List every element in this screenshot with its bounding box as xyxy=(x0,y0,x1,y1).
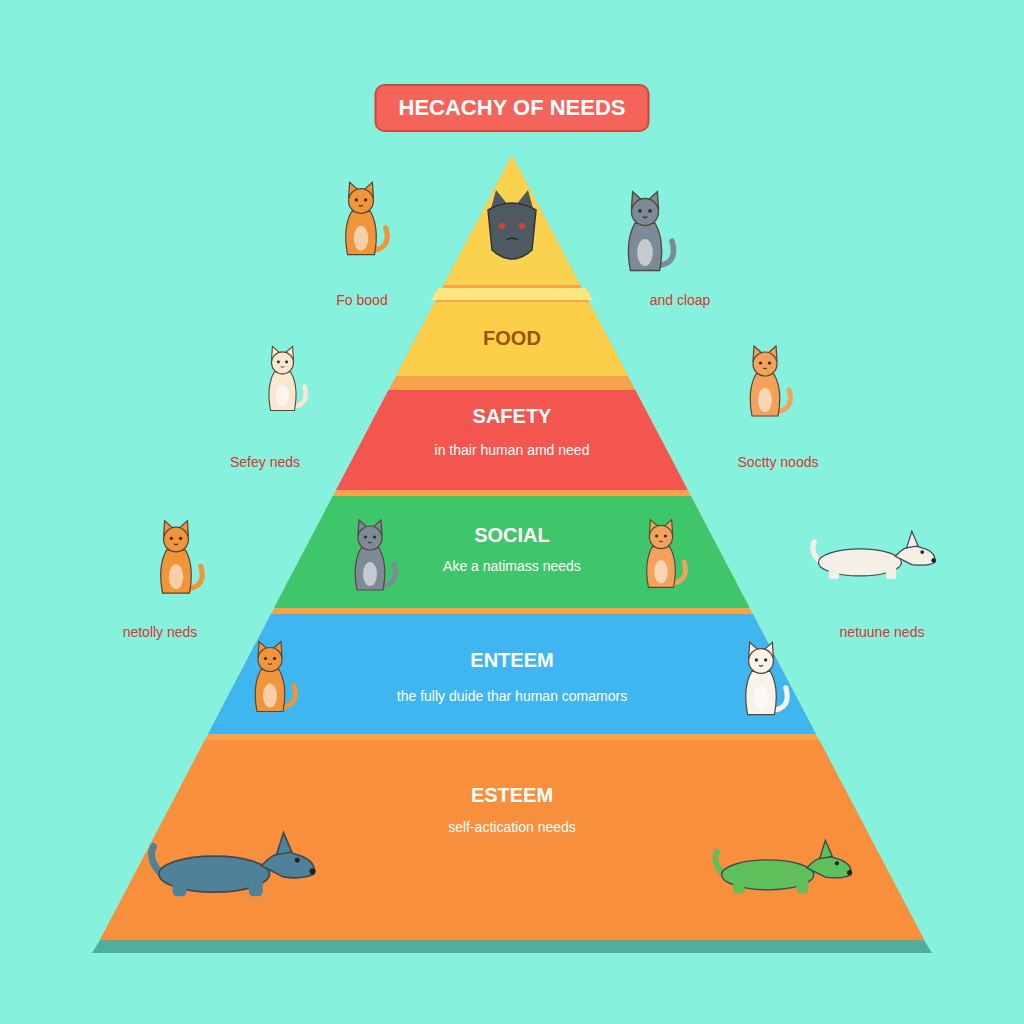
band-heading: SAFETY xyxy=(473,404,552,428)
title-text: HECACHY OF NEEDS xyxy=(375,84,650,132)
band-fill xyxy=(208,614,816,734)
label-holder: netolly neds xyxy=(123,624,198,640)
band-subtitle: the fully duide thar human comamors xyxy=(397,688,627,705)
band-fill xyxy=(100,740,924,940)
pyramid-band: ESTEEM self-actication needs xyxy=(100,740,924,940)
cat-figure xyxy=(161,521,203,593)
pyramid-band: ENTEEM the fully duide thar human comamor… xyxy=(208,614,816,734)
band-text-column: ENTEEM the fully duide thar human comamor… xyxy=(208,648,816,705)
side-label: Fo bood xyxy=(336,292,387,308)
label-holder: Fo bood xyxy=(336,292,387,308)
side-label: netuune neds xyxy=(840,624,925,640)
apex-cat-face xyxy=(488,190,536,259)
cat-figure xyxy=(346,182,388,254)
pyramid-separators xyxy=(100,155,924,940)
band-text-column: SAFETY in thair human amd need xyxy=(336,404,688,459)
pyramid-band: SOCIAL Ake a natimass needs xyxy=(274,496,750,608)
band-subtitle: Ake a natimass needs xyxy=(443,558,581,575)
side-label: and cloap xyxy=(650,292,711,308)
band-heading: SOCIAL xyxy=(474,523,550,547)
cat-figure xyxy=(628,192,673,271)
label-holder: netuune neds xyxy=(840,624,925,640)
label-holder: and cloap xyxy=(650,292,711,308)
band-subtitle: in thair human amd need xyxy=(435,442,590,459)
band-heading: ESTEEM xyxy=(471,783,553,807)
dog-figure xyxy=(813,531,936,579)
label-holder: Soctty noods xyxy=(738,454,819,470)
band-fill xyxy=(396,302,628,376)
dog-figure xyxy=(715,840,852,893)
band-heading: ENTEEM xyxy=(470,648,553,672)
band-fill xyxy=(274,496,750,608)
cat-figure xyxy=(255,642,295,712)
band-text-column: SOCIAL Ake a natimass needs xyxy=(274,523,750,575)
pyramid-band: SAFETY in thair human amd need xyxy=(336,390,688,490)
band-shape xyxy=(100,740,924,940)
pyramid-base xyxy=(92,940,932,953)
band-shape xyxy=(208,614,816,734)
label-holder: Sefey neds xyxy=(230,454,300,470)
pyramid-band: FOOD xyxy=(396,302,628,376)
band-text-column: ESTEEM self-actication needs xyxy=(100,783,924,836)
cat-figure xyxy=(355,520,395,590)
cat-figure xyxy=(647,520,686,588)
side-label: Sefey neds xyxy=(230,454,300,470)
pyramid-apex xyxy=(444,155,580,285)
pyramid-stripe xyxy=(431,288,593,300)
band-text-column: FOOD xyxy=(396,326,628,350)
band-heading: FOOD xyxy=(483,326,541,350)
side-label: netolly neds xyxy=(123,624,198,640)
dog-figure xyxy=(151,833,315,897)
band-fill xyxy=(336,390,688,490)
band-subtitle: self-actication needs xyxy=(448,819,576,836)
side-label: Soctty noods xyxy=(738,454,819,470)
band-shape xyxy=(274,496,750,608)
cat-figure xyxy=(750,346,790,416)
dog-figure xyxy=(746,642,788,714)
cat-figure xyxy=(269,346,306,410)
title-holder: HECACHY OF NEEDS xyxy=(375,84,650,132)
